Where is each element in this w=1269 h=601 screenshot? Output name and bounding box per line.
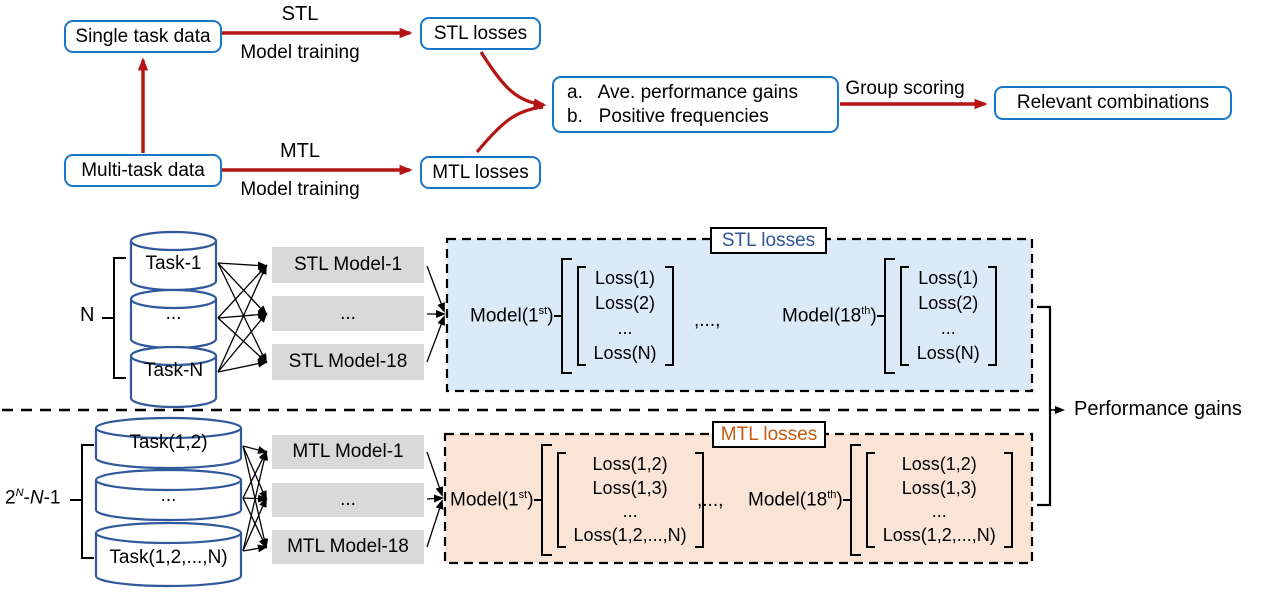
matrix-right-bracket: [987, 266, 997, 366]
loss-row: Loss(2): [595, 293, 656, 313]
stl-model-18-math-label: Model(18th): [782, 304, 877, 327]
loss-row: ...: [622, 501, 638, 522]
stl-panel-title: STL losses: [710, 227, 827, 254]
loss-row: Loss(1): [918, 268, 979, 288]
cylinder-label-task-1-2: Task(1,2): [129, 432, 208, 453]
matrix-left-bracket: [865, 452, 875, 548]
loss-row: Loss(1,2): [901, 454, 977, 474]
tie-dash: [533, 499, 541, 501]
stl-model-18-box: STL Model-18: [272, 344, 424, 380]
metrics-line-a: a. Ave. performance gains: [567, 81, 798, 103]
stl-task-cylinders: [129, 230, 218, 409]
mtl-series-separator: ,...,: [697, 490, 724, 511]
cylinder-task-1-2: [94, 416, 243, 470]
stl-model-1-math-label: Model(1st): [470, 304, 554, 327]
group-scoring-label: Group scoring: [845, 78, 965, 99]
loss-row: Loss(1,2,...,N): [882, 524, 996, 545]
mtl-losses-to-metrics-curve: [475, 105, 544, 154]
single-task-data-box: Single task data: [64, 20, 222, 53]
matrix-left-bracket: [556, 452, 566, 548]
performance-gains-label: Performance gains: [1074, 398, 1242, 420]
matrix-left-bracket: [899, 266, 909, 366]
stl-losses-panel: [445, 237, 1034, 393]
loss-row: Loss(1): [595, 268, 656, 288]
loss-matrix: Loss(1) Loss(2) ... Loss(N): [576, 266, 674, 366]
mtl-losses-panel: [443, 432, 1034, 565]
mtl-model-18-math-label: Model(18th): [748, 488, 843, 511]
cylinder-task-dots: [129, 288, 218, 350]
mtl-model-dots-box: ...: [272, 483, 424, 517]
stl-model-to-panel-arrows: [426, 265, 446, 363]
loss-matrix: Loss(1,2) Loss(1,3) ... Loss(1,2,...,N): [556, 452, 704, 548]
loss-row: ...: [617, 318, 633, 338]
loss-row: Loss(1,3): [592, 477, 668, 498]
stl-losses-to-metrics-curve: [479, 51, 547, 109]
cylinder-task-mtl-dots: [94, 468, 243, 522]
tie-dash: [876, 315, 884, 317]
loss-matrix: Loss(1) Loss(2) ... Loss(N): [899, 266, 997, 366]
cylinder-label-task-1-2-n: Task(1,2,...,N): [109, 547, 228, 568]
cylinder-task-1-2-n: [94, 521, 243, 588]
stl-model-1-box: STL Model-1: [272, 247, 424, 283]
mtl-edge-sublabel: Model training: [240, 179, 360, 200]
matrix-left-bracket: [576, 266, 586, 366]
loss-row: Loss(1,2): [592, 454, 668, 474]
outer-left-bracket: [540, 444, 552, 556]
relevant-combinations-box: Relevant combinations: [994, 86, 1232, 120]
stl-losses-box: STL losses: [420, 17, 541, 50]
matrix-right-bracket: [664, 266, 674, 366]
stl-count-label: N: [80, 304, 95, 326]
outer-left-bracket: [883, 258, 895, 374]
cylinder-label-task-dots: ...: [165, 303, 182, 324]
stl-edge-label: STL: [281, 3, 319, 25]
tie-dash: [842, 499, 850, 501]
loss-matrix: Loss(1,2) Loss(1,3) ... Loss(1,2,...,N): [865, 452, 1013, 548]
mtl-edge-label: MTL: [280, 140, 320, 162]
multi-task-data-box: Multi-task data: [64, 154, 222, 187]
cylinder-label-task-1: Task-1: [145, 253, 202, 274]
loss-row: Loss(1,3): [901, 477, 977, 498]
mtl-loss-vector-model-18: Model(18th) Loss(1,2) Loss(1,3) ... Loss…: [748, 444, 1013, 556]
outer-left-bracket: [849, 444, 861, 556]
stl-series-separator: ,...,: [694, 310, 721, 331]
mtl-panel-title: MTL losses: [712, 421, 826, 448]
mtl-data-to-model-arrows: [242, 445, 269, 553]
cylinder-task-n: [129, 345, 218, 409]
loss-row: ...: [931, 501, 947, 522]
mtl-task-cylinders: [94, 416, 243, 588]
stl-model-dots-box: ...: [272, 296, 424, 331]
matrix-right-bracket: [1003, 452, 1013, 548]
stl-data-to-model-arrows: [217, 261, 268, 373]
stl-loss-vector-model-1: Model(1st) Loss(1) Loss(2) ... Loss(N): [470, 258, 674, 374]
loss-row: ...: [940, 318, 956, 338]
mtl-loss-vector-model-1: Model(1st) Loss(1,2) Loss(1,3) ... Loss(…: [450, 444, 704, 556]
mtl-model-1-box: MTL Model-1: [272, 435, 424, 469]
outer-left-bracket: [560, 258, 572, 374]
stl-loss-vector-model-18: Model(18th) Loss(1) Loss(2) ... Loss(N): [782, 258, 997, 374]
stl-edge-sublabel: Model training: [240, 42, 360, 63]
cylinder-label-task-n: Task-N: [143, 360, 204, 381]
mtl-losses-box: MTL losses: [420, 156, 541, 189]
loss-row: Loss(N): [916, 343, 980, 363]
mtl-count-label: 2N-N-1: [5, 487, 61, 509]
loss-row: Loss(1,2,...,N): [573, 524, 687, 545]
mtl-count-brace: [70, 444, 94, 559]
tie-dash: [553, 315, 561, 317]
mtl-model-to-panel-arrows: [426, 451, 444, 548]
stl-count-brace: [102, 257, 126, 379]
mtl-model-18-box: MTL Model-18: [272, 530, 424, 564]
loss-row: Loss(N): [593, 343, 657, 363]
matrix-right-bracket: [694, 452, 704, 548]
loss-row: Loss(2): [918, 293, 979, 313]
losses-group-bracket: [1037, 305, 1052, 507]
metrics-box: a. Ave. performance gains b. Positive fr…: [552, 76, 839, 133]
cylinder-label-mtl-dots: ...: [160, 485, 177, 506]
red-flow-arrows: [137, 27, 988, 176]
mtl-model-1-math-label: Model(1st): [450, 488, 534, 511]
cylinder-task-1: [129, 230, 218, 292]
metrics-line-b: b. Positive frequencies: [567, 105, 769, 127]
